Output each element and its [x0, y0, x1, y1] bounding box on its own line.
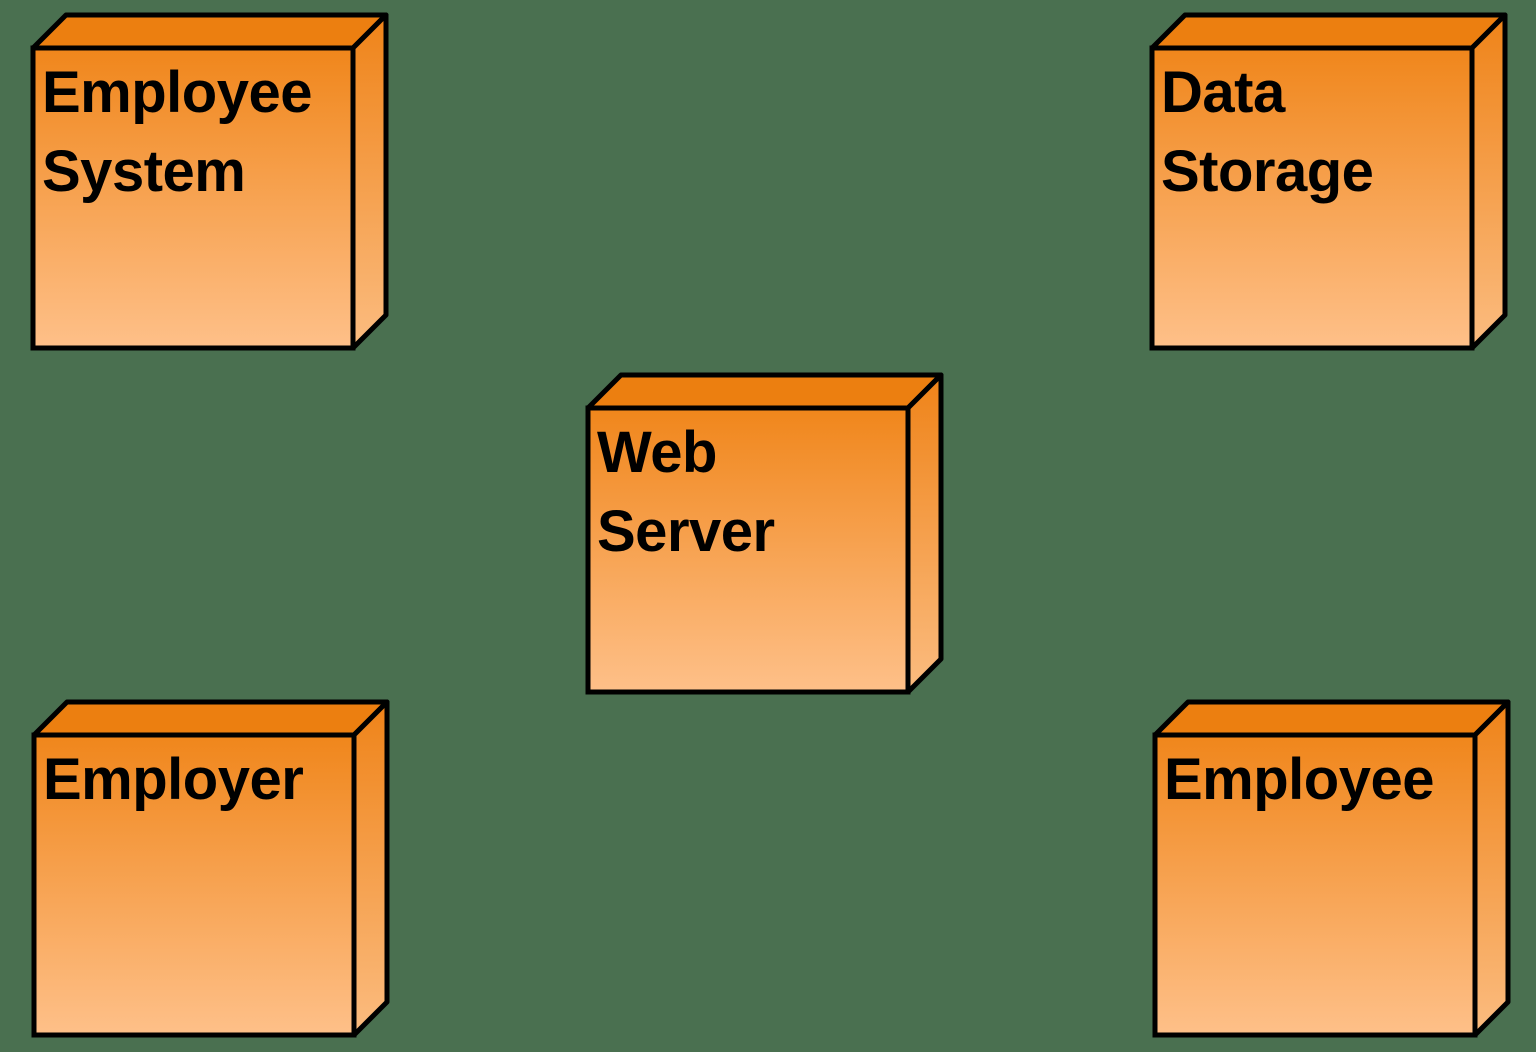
node-top-face [1149, 12, 1508, 51]
node-front-face [30, 45, 356, 351]
node-employee[interactable]: Employee [1115, 695, 1511, 1042]
node-front-face [585, 405, 911, 695]
node-top-face [1152, 699, 1511, 738]
node-front-face [31, 732, 357, 1038]
node-employee-system[interactable]: Employee System [0, 8, 389, 355]
node-shape-employee [1152, 699, 1511, 1038]
node-employer[interactable]: Employer [0, 695, 390, 1042]
node-side-face [350, 12, 389, 351]
node-web-server[interactable]: Web Server [548, 368, 944, 699]
node-side-face [351, 699, 390, 1038]
node-top-face [30, 12, 389, 51]
node-shape-employee-system [30, 12, 389, 351]
node-data-storage[interactable]: Data Storage [1112, 8, 1508, 355]
node-shape-data-storage [1149, 12, 1508, 351]
node-side-face [1472, 699, 1511, 1038]
node-side-face [905, 372, 944, 695]
node-front-face [1152, 732, 1478, 1038]
node-top-face [31, 699, 390, 738]
node-top-face [585, 372, 944, 411]
node-shape-web-server [585, 372, 944, 695]
node-side-face [1469, 12, 1508, 351]
node-front-face [1149, 45, 1475, 351]
node-shape-employer [31, 699, 390, 1038]
